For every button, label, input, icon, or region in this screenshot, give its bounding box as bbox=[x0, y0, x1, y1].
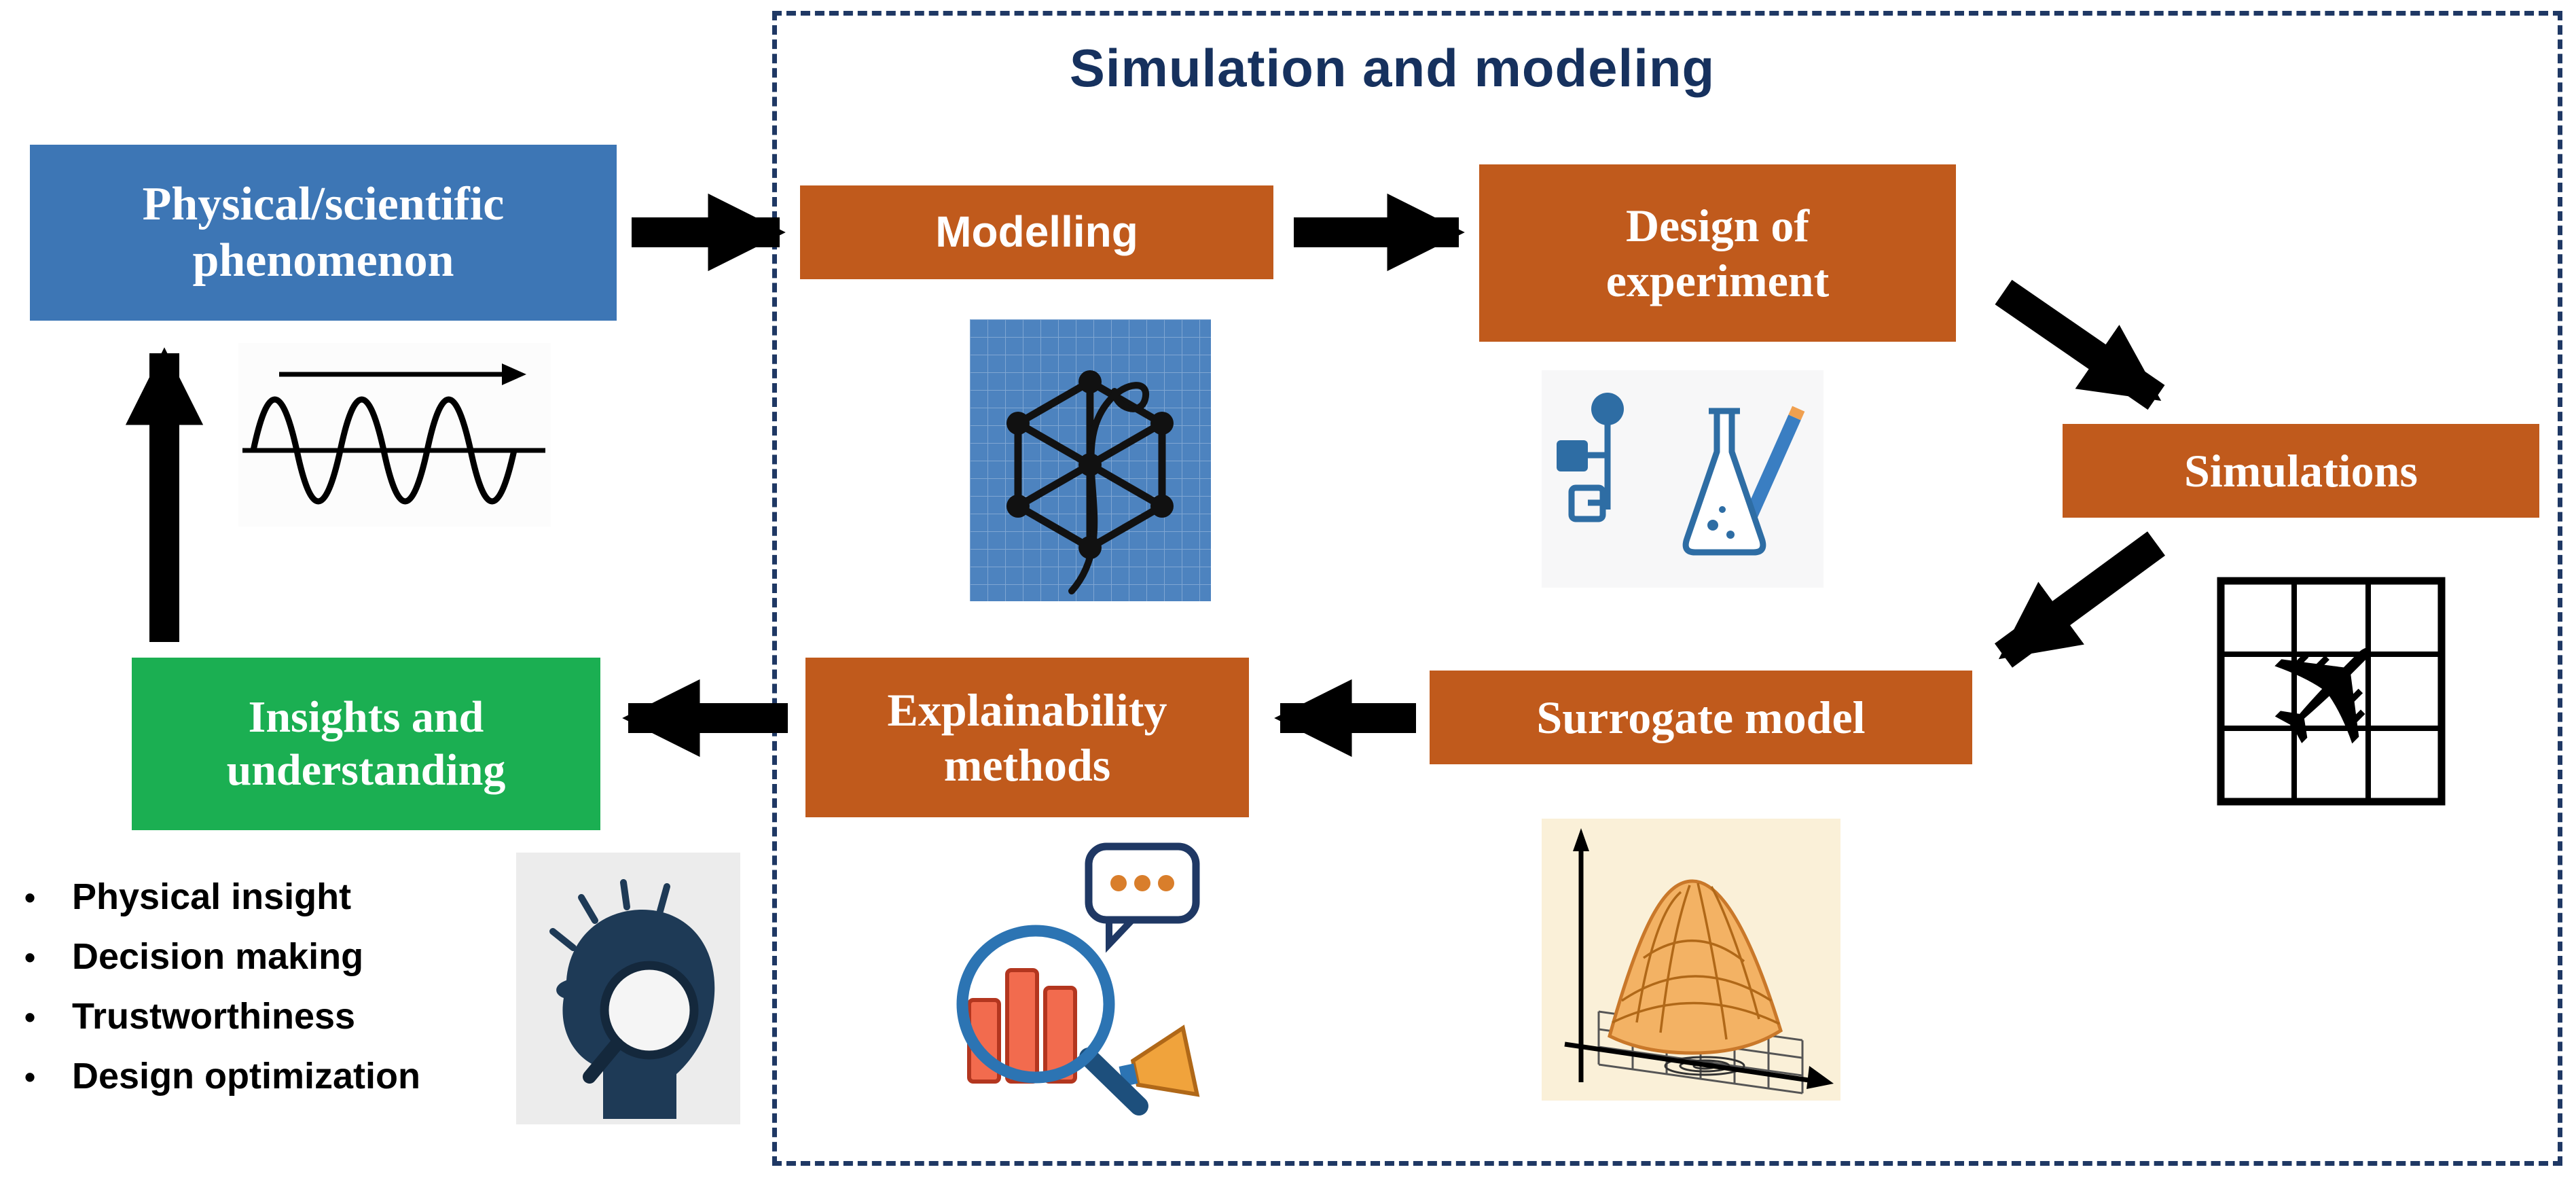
bullet-icon: • bbox=[24, 999, 36, 1035]
gaussian-surface-icon bbox=[1542, 819, 1840, 1101]
list-item: • Physical insight bbox=[20, 875, 523, 920]
node-surrogate-model: Surrogate model bbox=[1430, 671, 1972, 764]
magnifier-chart-speech-icon bbox=[934, 829, 1216, 1120]
bullet-icon: • bbox=[24, 880, 36, 915]
simulation-modeling-region bbox=[772, 11, 2562, 1166]
bullet-icon: • bbox=[24, 940, 36, 975]
list-item-label: Physical insight bbox=[72, 876, 352, 917]
node-physical-phenomenon: Physical/scientific phenomenon bbox=[30, 145, 617, 321]
flowchart-flask-icon bbox=[1542, 370, 1824, 588]
list-item: • Design optimization bbox=[20, 1054, 523, 1099]
airplane-grid-icon: ✈ bbox=[2214, 574, 2448, 808]
list-item: • Decision making bbox=[20, 935, 523, 980]
cube-wireframe-icon bbox=[970, 319, 1211, 601]
node-modelling: Modelling bbox=[800, 185, 1273, 279]
list-item-label: Trustworthiness bbox=[72, 996, 356, 1037]
node-simulations: Simulations bbox=[2063, 424, 2539, 518]
flowchart-flask-svg bbox=[1542, 370, 1824, 588]
airplane-grid-svg: ✈ bbox=[2217, 577, 2446, 806]
sine-wave-icon bbox=[238, 343, 551, 527]
region-title: Simulation and modeling bbox=[1069, 38, 1716, 98]
list-item-label: Design optimization bbox=[72, 1056, 420, 1096]
list-item-label: Decision making bbox=[72, 936, 364, 977]
thinking-head-magnifier-icon bbox=[516, 853, 740, 1124]
bullet-icon: • bbox=[24, 1059, 36, 1094]
sine-wave-svg bbox=[238, 343, 551, 527]
list-item: • Trustworthiness bbox=[20, 995, 523, 1039]
benefits-list: • Physical insight • Decision making • T… bbox=[20, 875, 523, 1114]
cube-wireframe-svg bbox=[970, 319, 1211, 601]
magnifier-chart-speech-svg bbox=[934, 829, 1216, 1120]
node-explainability-methods: Explainability methods bbox=[805, 658, 1249, 817]
thinking-head-magnifier-svg bbox=[516, 853, 740, 1124]
gaussian-surface-svg bbox=[1542, 819, 1840, 1101]
node-design-of-experiment: Design of experiment bbox=[1479, 164, 1956, 342]
node-insights-understanding: Insights and understanding bbox=[132, 658, 600, 830]
